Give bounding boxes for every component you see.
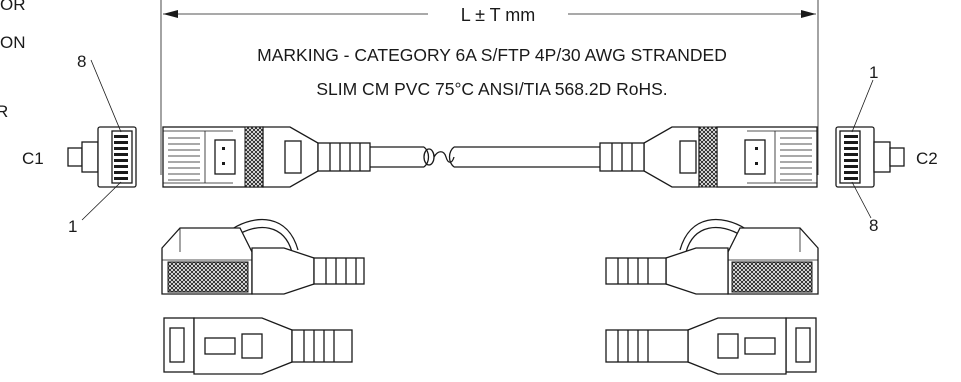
- marking-line-1: MARKING - CATEGORY 6A S/FTP 4P/30 AWG ST…: [257, 45, 727, 65]
- c1-pin-1-leader: [81, 181, 122, 221]
- c2-pin-1-label: 1: [869, 63, 878, 82]
- length-dimension: L ± T mm: [160, 0, 819, 175]
- c1-pin-8-leader: [90, 59, 122, 133]
- connector-c1-face-view: C1 8 1: [22, 52, 137, 236]
- connector-c1-label: C1: [22, 149, 44, 168]
- connector-c2-bottom-view: [605, 317, 817, 375]
- connector-c2-top-view: [605, 218, 819, 295]
- connector-c2-label: C2: [916, 149, 938, 168]
- c1-pin-1-label: 1: [68, 217, 77, 236]
- connector-c2-face-view: C2 1 8: [835, 63, 938, 235]
- connector-c2-side-view: [599, 126, 818, 188]
- connector-c1-bottom-view: [163, 317, 353, 375]
- c2-pin-8-label: 8: [869, 216, 878, 235]
- c2-pin-8-leader: [851, 181, 872, 219]
- connector-c1-side-view: [162, 126, 371, 188]
- left-note-3: R: [0, 102, 8, 121]
- length-label: L ± T mm: [461, 5, 536, 25]
- connector-c1-top-view: [161, 218, 365, 295]
- c2-pin-1-leader: [851, 79, 874, 133]
- marking-line-2: SLIM CM PVC 75°C ANSI/TIA 568.2D RoHS.: [316, 79, 667, 99]
- c1-pin-8-label: 8: [77, 52, 86, 71]
- cable: [370, 146, 600, 168]
- left-note-1: OR: [0, 0, 26, 14]
- left-note-2: ON: [0, 33, 26, 52]
